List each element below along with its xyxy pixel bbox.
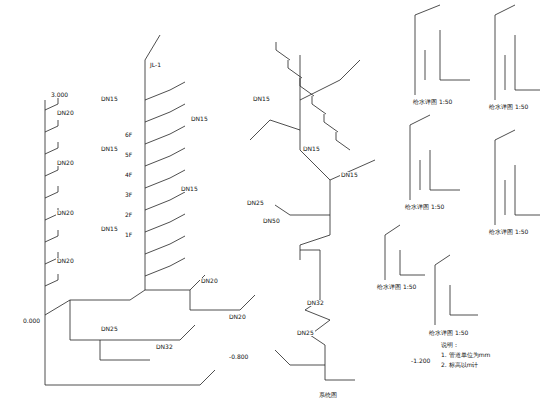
pipe-label: 给水详图 1:50	[412, 99, 453, 105]
pipe-label: DN15	[252, 96, 271, 102]
pipe-label: 给水详图 1:50	[404, 204, 445, 210]
pipe-label: 给水详图 1:50	[428, 330, 469, 336]
branch-stub	[145, 236, 185, 254]
detail-pipe	[410, 115, 460, 200]
pipe-label: DN15	[340, 172, 359, 178]
pipe-label: 0.000	[22, 318, 41, 324]
detail-pipe	[495, 5, 540, 100]
pipe-label: DN15	[100, 96, 119, 102]
branch-stub	[288, 60, 302, 78]
pipe-label: DN20	[56, 258, 75, 264]
detail-pipe	[415, 5, 470, 95]
branch-stub	[45, 230, 58, 242]
fixture-branches	[45, 42, 350, 286]
pipe-label: -0.800	[228, 354, 249, 360]
pipe-label: DN15	[100, 146, 119, 152]
branch-stub	[145, 148, 185, 166]
pipe-label: DN50	[262, 218, 281, 224]
branch-stub	[300, 78, 314, 96]
pipe-label: 说明：	[440, 342, 460, 348]
pipe-label: 系统图	[318, 392, 338, 398]
lower-pipe	[275, 250, 355, 380]
pipe-label: 5F	[124, 152, 133, 158]
branch-stub	[145, 214, 185, 232]
branch-stub	[145, 82, 185, 100]
pipe-label: 1F	[124, 232, 133, 238]
pipe-label: DN32	[306, 300, 325, 306]
pipe-label: 1. 管道单位为mm	[440, 352, 491, 358]
main-pipe	[45, 300, 215, 385]
pipe-label: DN15	[302, 146, 321, 152]
pipe-label: DN25	[100, 326, 119, 332]
pipe-label: 2F	[124, 212, 133, 218]
branch-stub	[145, 258, 185, 276]
pipe-label: DN25	[296, 330, 315, 336]
branch-stub	[312, 96, 326, 114]
pipe-label: DN25	[246, 200, 265, 206]
detail-pipe	[385, 225, 425, 280]
pipe-label: JL-1	[149, 62, 162, 68]
detail-pipe	[495, 130, 540, 225]
branch-stub	[45, 120, 58, 132]
pipe-label: DN20	[56, 210, 75, 216]
pipe-label: DN15	[100, 226, 119, 232]
pipe-label: 3.000	[50, 92, 69, 98]
branch-stub	[145, 192, 185, 210]
pipe-label: 6F	[124, 132, 133, 138]
connect-pipe	[300, 215, 330, 260]
branch-stub	[145, 170, 185, 188]
pipe-label: 给水详图 1:50	[488, 104, 529, 110]
pipe-label: DN15	[190, 116, 209, 122]
pipe-label: DN20	[56, 110, 75, 116]
upper-pipe	[250, 55, 375, 215]
riser-pipe	[45, 35, 160, 315]
pipe-label: DN32	[155, 344, 174, 350]
pipe-label: DN20	[200, 278, 219, 284]
pipe-label: DN20	[56, 160, 75, 166]
branch-stub	[324, 114, 338, 132]
branch-stub	[145, 126, 185, 144]
branch-stub	[45, 98, 58, 110]
branch-stub	[336, 132, 350, 150]
branch-stub	[145, 104, 185, 122]
branch-stub	[45, 142, 58, 154]
pipe-label: -1.200	[410, 358, 431, 364]
detail-pipe	[435, 255, 478, 325]
pipe-label: DN20	[228, 314, 247, 320]
branch-stub	[45, 274, 58, 286]
branch-stub	[276, 42, 290, 60]
pipe-label: 给水详图 1:50	[488, 229, 529, 235]
pipe-label: 2. 标高以m计	[440, 362, 479, 368]
branch-pipe	[145, 275, 255, 310]
pipe-label: DN15	[180, 186, 199, 192]
pipe-label: 3F	[124, 192, 133, 198]
pipe-label: 给水详图 1:50	[376, 284, 417, 290]
pipe-label: 4F	[124, 172, 133, 178]
branch-stub	[45, 186, 58, 198]
